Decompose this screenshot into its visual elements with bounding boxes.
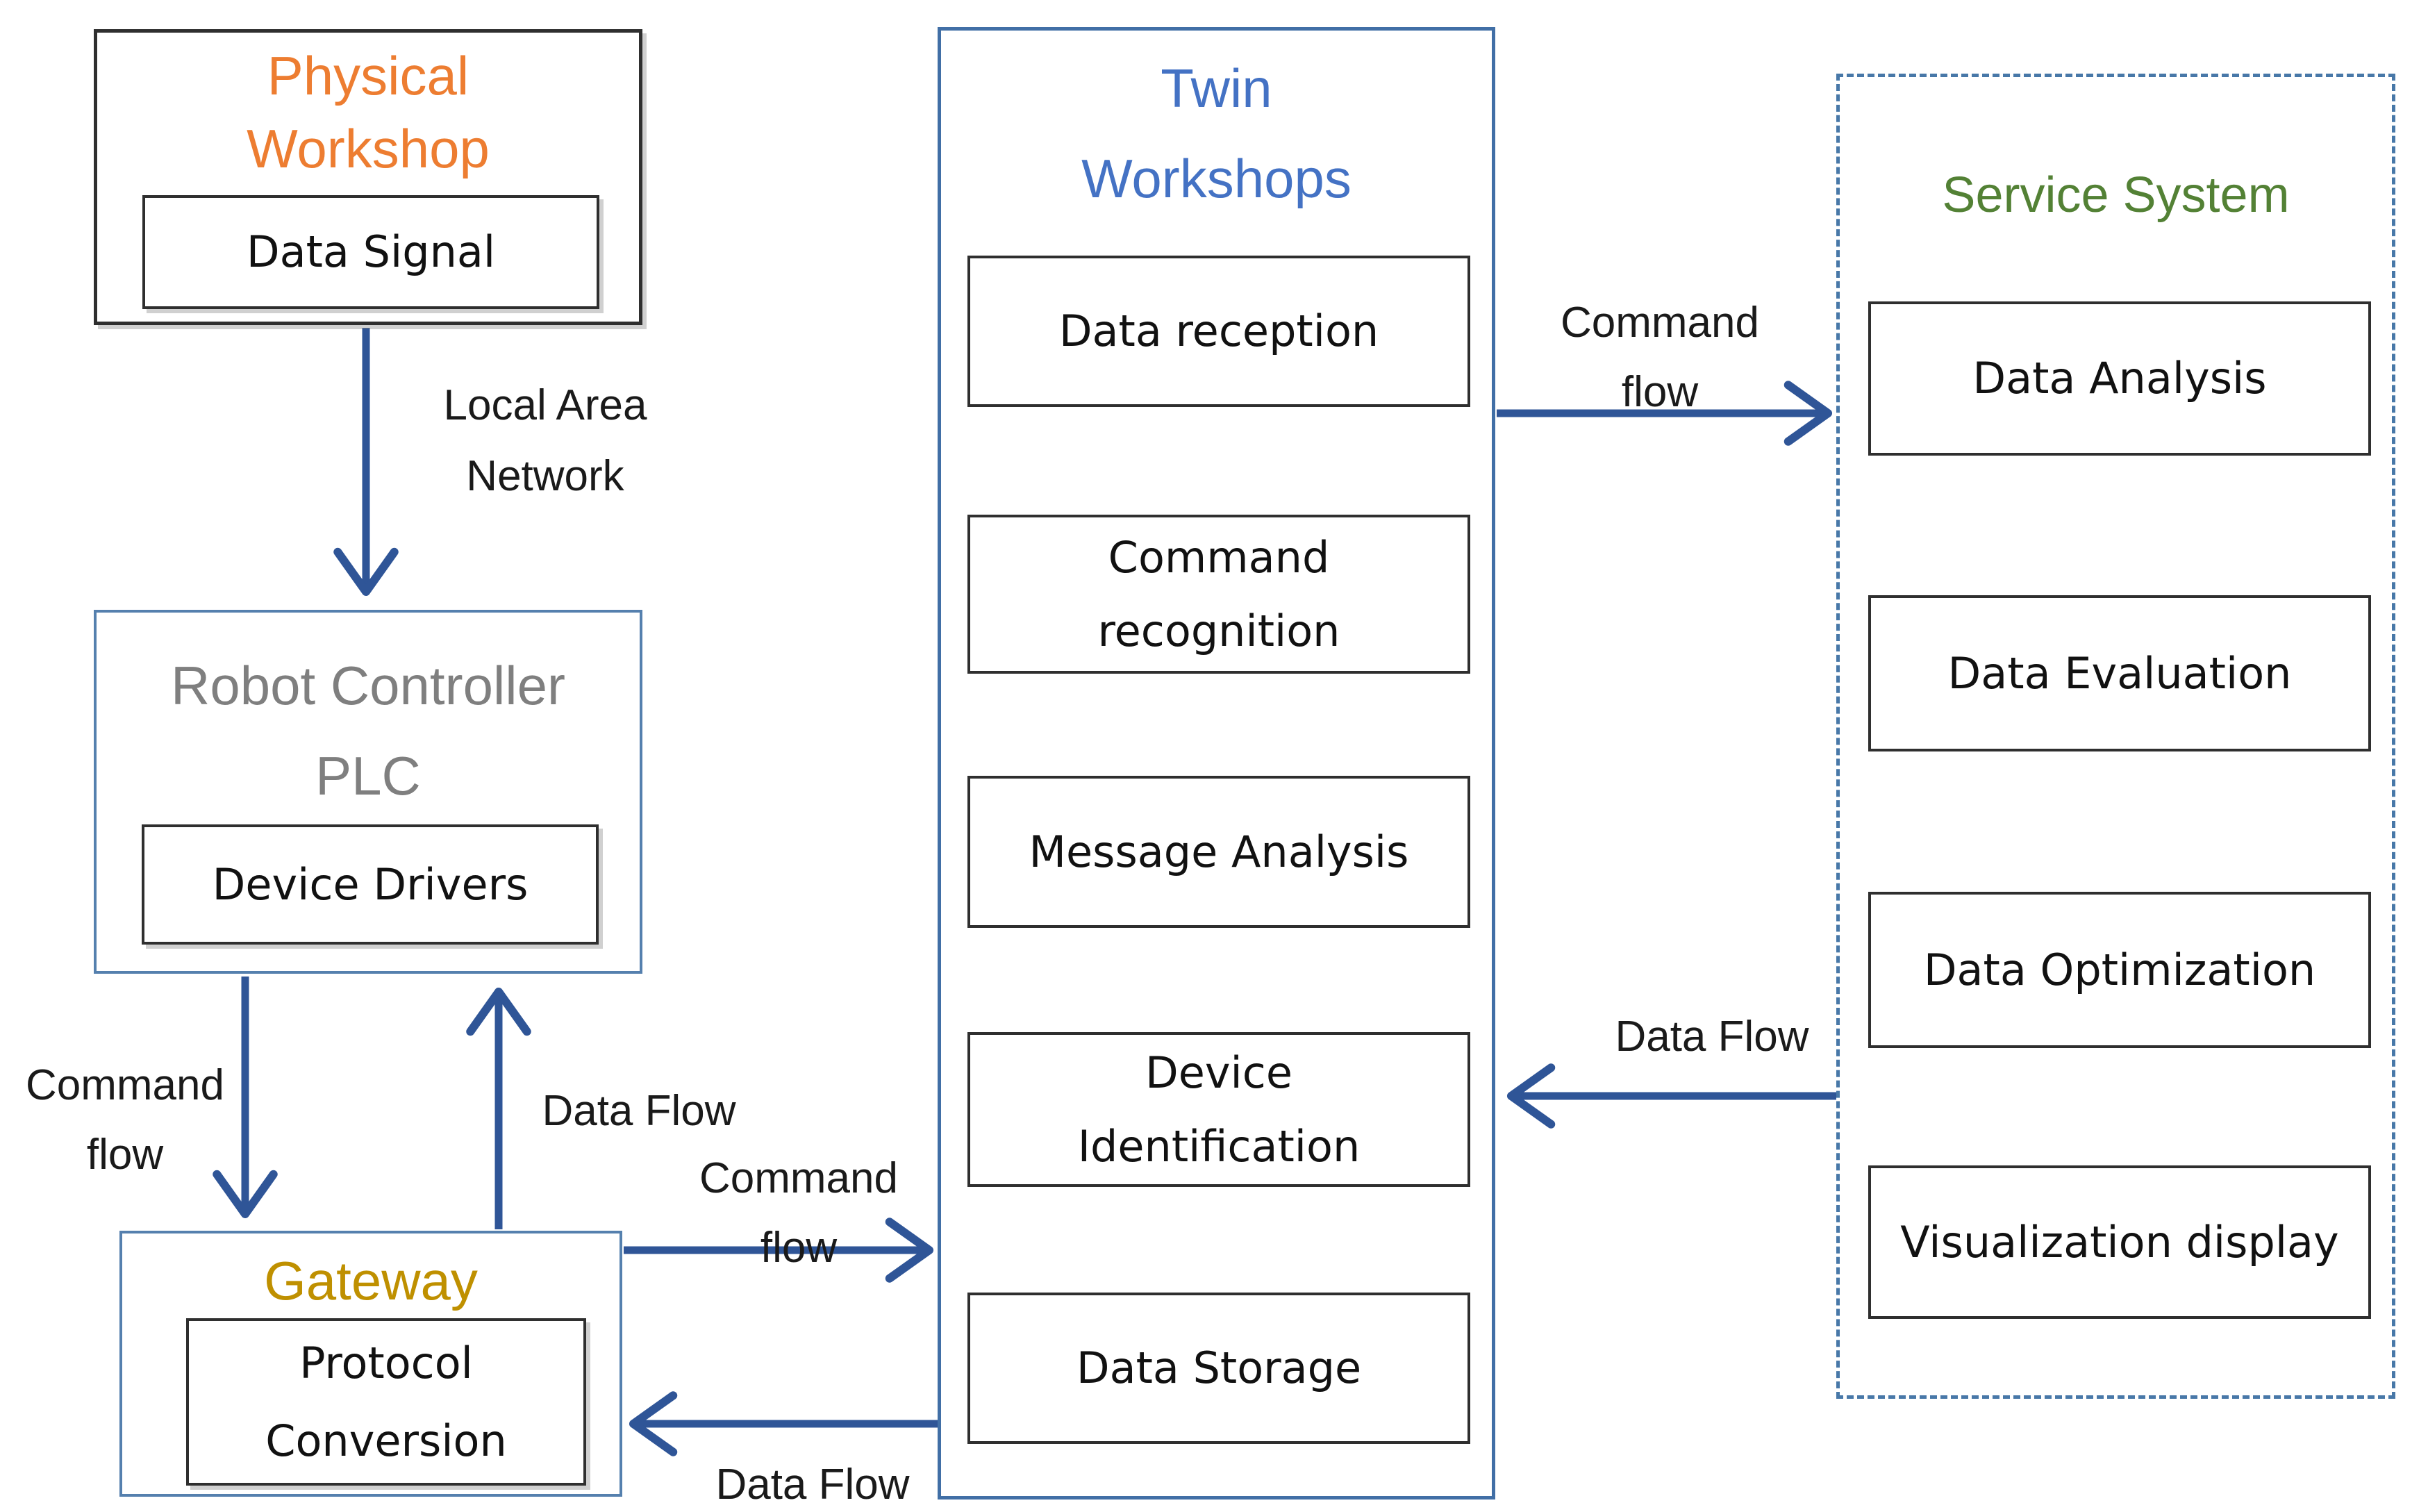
visualization-display-label: Visualization display: [1900, 1216, 2339, 1268]
physical-workshop-box: Physical Workshop Data Signal: [94, 29, 642, 325]
twin-item-data-storage: Data Storage: [967, 1293, 1470, 1444]
label-command-flow-gateway-twin: Command flow: [699, 1154, 898, 1272]
label-local-area-network: Local Area Network: [443, 381, 647, 500]
protocol-conversion-box: Protocol Conversion: [186, 1318, 586, 1486]
label-data-flow-twin-gateway: Data Flow: [715, 1461, 910, 1509]
physical-workshop-title: Physical Workshop: [97, 40, 639, 185]
device-drivers-box: Device Drivers: [142, 824, 599, 945]
data-reception-label: Data reception: [1058, 306, 1379, 356]
robot-controller-plc-title: Robot Controller PLC: [97, 640, 640, 821]
twin-workshops-title: Twin Workshops: [941, 43, 1492, 224]
data-analysis-label: Data Analysis: [1972, 353, 2267, 404]
device-drivers-label: Device Drivers: [212, 858, 529, 910]
command-recognition-label: Command recognition: [1097, 531, 1340, 656]
service-system-title: Service System: [1840, 166, 2392, 224]
data-storage-label: Data Storage: [1076, 1343, 1362, 1393]
robot-controller-plc-box: Robot Controller PLC Device Drivers: [94, 610, 642, 974]
twin-workshops-title-text: Twin Workshops: [1081, 58, 1352, 209]
gateway-title: Gateway: [122, 1243, 620, 1318]
protocol-conversion-label: Protocol Conversion: [265, 1337, 507, 1466]
label-command-flow-twin-service: Command flow: [1561, 299, 1759, 416]
twin-workshops-box: Twin Workshops Data reception Command re…: [938, 27, 1495, 1499]
label-data-flow-gateway-controller: Data Flow: [542, 1087, 736, 1135]
service-system-title-text: Service System: [1942, 167, 2290, 223]
service-item-visualization-display: Visualization display: [1868, 1165, 2371, 1319]
service-item-data-optimization: Data Optimization: [1868, 892, 2371, 1048]
data-evaluation-label: Data Evaluation: [1947, 647, 2292, 699]
service-system-box: Service System Data Analysis Data Evalua…: [1836, 74, 2395, 1399]
label-data-flow-service-twin: Data Flow: [1615, 1013, 1809, 1061]
twin-item-message-analysis: Message Analysis: [967, 776, 1470, 928]
message-analysis-label: Message Analysis: [1029, 826, 1409, 877]
physical-workshop-title-text: Physical Workshop: [247, 45, 490, 179]
twin-item-command-recognition: Command recognition: [967, 515, 1470, 674]
twin-item-data-reception: Data reception: [967, 256, 1470, 407]
data-signal-box: Data Signal: [142, 195, 599, 309]
data-optimization-label: Data Optimization: [1923, 944, 2316, 995]
device-identification-label: Device Identification: [1077, 1047, 1361, 1172]
service-item-data-evaluation: Data Evaluation: [1868, 595, 2371, 751]
gateway-box: Gateway Protocol Conversion: [119, 1231, 622, 1497]
twin-item-device-identification: Device Identification: [967, 1032, 1470, 1187]
label-command-flow-controller-gateway: Command flow: [26, 1061, 224, 1179]
service-item-data-analysis: Data Analysis: [1868, 301, 2371, 456]
data-signal-label: Data Signal: [246, 226, 496, 277]
robot-controller-plc-title-text: Robot Controller PLC: [171, 655, 565, 806]
gateway-title-text: Gateway: [264, 1250, 478, 1311]
